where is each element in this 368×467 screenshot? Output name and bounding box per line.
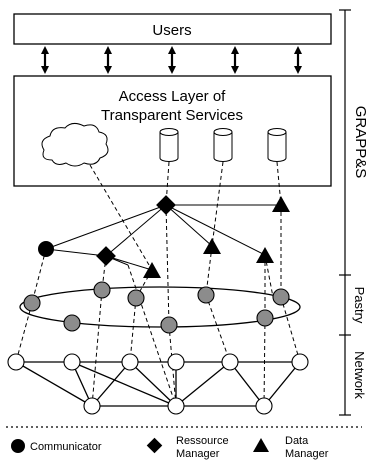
pastry-node bbox=[160, 316, 178, 334]
network-node bbox=[167, 397, 185, 415]
overlay-links bbox=[45, 204, 281, 271]
network-node bbox=[121, 353, 139, 371]
access-layer-title-line1: Access Layer of bbox=[119, 88, 227, 105]
pastry-node bbox=[256, 309, 274, 327]
network-node bbox=[83, 397, 101, 415]
database-icon bbox=[159, 128, 179, 162]
network-nodes bbox=[7, 353, 309, 415]
network-node bbox=[221, 353, 239, 371]
legend-data-label-line2: Manager bbox=[285, 448, 329, 460]
pastry-node bbox=[63, 314, 81, 332]
pastry-layer-label: Pastry bbox=[352, 287, 367, 324]
network-node bbox=[63, 353, 81, 371]
data-manager-node bbox=[203, 238, 221, 254]
legend-communicator-icon bbox=[11, 439, 25, 453]
pastry-node bbox=[197, 286, 215, 304]
manager-pastry-links bbox=[31, 204, 282, 326]
communicator-node bbox=[38, 241, 54, 257]
layer-brackets bbox=[339, 9, 351, 416]
legend-resource-label-line1: Ressource bbox=[176, 435, 229, 447]
database-icon bbox=[213, 128, 233, 162]
pastry-network-links bbox=[15, 264, 301, 407]
legend-data-label-line1: Data bbox=[285, 435, 309, 447]
legend-communicator-label: Communicator bbox=[30, 441, 102, 453]
users-label: Users bbox=[152, 22, 191, 39]
resource-manager-node bbox=[96, 246, 116, 266]
access-layer-title-line2: Transparent Services bbox=[101, 107, 243, 124]
network-node bbox=[255, 397, 273, 415]
legend-resource-manager-icon bbox=[146, 437, 163, 454]
pastry-node bbox=[93, 281, 111, 299]
network-node bbox=[7, 353, 25, 371]
pastry-node bbox=[23, 294, 41, 312]
database-icon bbox=[267, 128, 287, 162]
user-access-arrows bbox=[41, 46, 302, 74]
data-manager-node bbox=[256, 247, 274, 263]
network-node bbox=[291, 353, 309, 371]
network-layer-label: Network bbox=[352, 351, 367, 399]
resource-manager-node bbox=[156, 195, 176, 215]
network-mesh bbox=[15, 361, 301, 407]
network-node bbox=[167, 353, 185, 371]
legend-data-manager-icon bbox=[253, 438, 269, 452]
pastry-node bbox=[272, 288, 290, 306]
legend: Communicator Ressource Manager Data Mana… bbox=[11, 435, 329, 460]
pastry-nodes bbox=[23, 281, 290, 334]
legend-resource-label-line2: Manager bbox=[176, 448, 220, 460]
pastry-ring bbox=[19, 286, 301, 328]
grapps-layer-label: GRAPP&S bbox=[352, 106, 368, 179]
data-manager-node bbox=[143, 262, 161, 278]
pastry-node bbox=[127, 289, 145, 307]
users-box: Users bbox=[13, 13, 332, 45]
data-manager-node bbox=[272, 196, 290, 212]
cloud-icon bbox=[41, 122, 109, 167]
